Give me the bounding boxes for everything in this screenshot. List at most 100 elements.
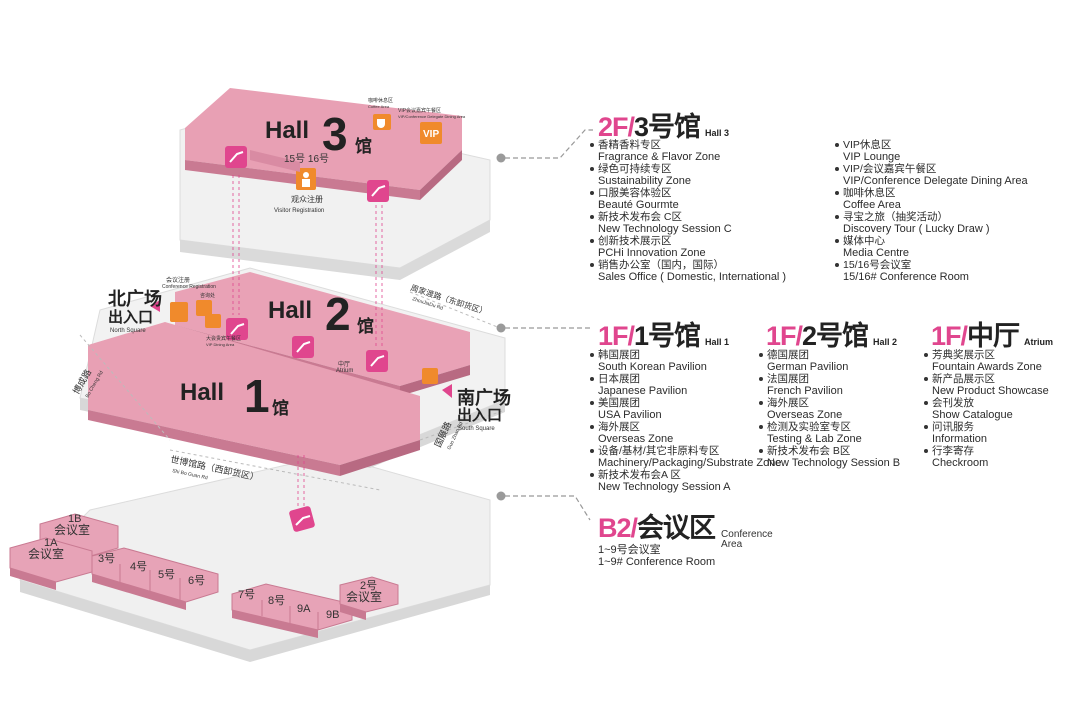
hall3-label: Hall: [265, 117, 309, 144]
hall2-number: 2: [325, 288, 351, 340]
room-9a: 9A: [297, 603, 311, 615]
room-6: 6号: [188, 574, 205, 587]
legend-item-en: Media Centre: [843, 247, 910, 259]
conf-reg-zh: 会议注册: [166, 276, 190, 284]
legend-item-en: 15/16# Conference Room: [843, 271, 969, 283]
legend-item-en: New Technology Session B: [767, 457, 901, 469]
floor-label: B2/: [598, 513, 638, 543]
legend-item-zh: 德国展团: [767, 349, 809, 361]
atrium-en: Atrium: [336, 368, 353, 374]
room-9b: 9B: [326, 609, 339, 621]
legend-item-en: Sustainability Zone: [598, 175, 691, 187]
legend-item-zh: 韩国展团: [598, 349, 640, 361]
room-1b: 1B: [68, 513, 81, 525]
vip-dining-1f-zh: 大会贵宾午餐区: [206, 335, 241, 342]
vip-dining-1f-en: VIP Dining Area: [206, 342, 235, 347]
vip-icon: [420, 122, 442, 144]
legend-item-en: Fountain Awards Zone: [932, 361, 1042, 373]
hall1-label: Hall: [180, 379, 224, 406]
section-b2-text: 1~9号会议室 1~9# Conference Room: [598, 544, 715, 568]
legend-item-en: Fragrance & Flavor Zone: [598, 151, 721, 163]
escalator-icon: [225, 146, 247, 168]
legend-item-zh: 检测及实验室专区: [767, 421, 851, 433]
legend-item-zh: 日本展团: [598, 373, 640, 385]
south-entrance: 出入口: [457, 406, 502, 424]
legend-item-en: VIP Lounge: [843, 151, 901, 163]
legend-item-en: New Technology Session A: [598, 481, 731, 493]
legend-item-en: Testing & Lab Zone: [767, 433, 862, 445]
legend-item-zh: 新产品展示区: [932, 373, 995, 385]
hall-en-label: Atrium: [1024, 337, 1054, 347]
legend-item-en: Information: [932, 433, 988, 445]
hall1-zh: 馆: [272, 398, 289, 418]
2f-floor: [179, 88, 491, 280]
section-1f-hall2-title: 1F/ 2号馆 Hall 2: [766, 314, 897, 353]
b2-rooms-zh: 1~9号会议室: [598, 544, 661, 556]
room-1b-zh: 会议室: [54, 522, 90, 537]
legend-item-zh: 海外展区: [598, 421, 640, 433]
registration-icon: [170, 302, 188, 322]
vip-label: VIP: [423, 129, 439, 140]
south-square-zh: 南广场: [457, 387, 511, 408]
section-2f-title: 2F/ 3号馆 Hall 3: [598, 105, 729, 144]
escalator-icon: [292, 336, 314, 358]
south-square-en: South Square: [458, 426, 495, 432]
floor-label: 1F/: [931, 321, 968, 351]
south-entrance-icon: [442, 384, 452, 398]
escalator-icon: [367, 180, 389, 202]
legend-item-zh: 会刊发放: [932, 397, 974, 409]
hall-en-label: Hall 1: [705, 337, 730, 347]
legend-item-zh: 海外展区: [767, 397, 809, 409]
north-square-zh: 北广场: [108, 288, 162, 309]
legend-item-zh: 创新技术展示区: [598, 235, 672, 247]
north-entrance: 出入口: [108, 308, 153, 326]
legend-item-en: Beauté Gourmte: [598, 199, 679, 211]
legend-item-zh: 15/16号会议室: [843, 259, 912, 271]
legend-item-en: VIP/Conference Delegate Dining Area: [843, 175, 1028, 187]
conf-reg-en: Conference Registration: [162, 284, 216, 290]
legend-item-zh: 新技术发布会 C区: [598, 211, 682, 223]
hall-label: 2号馆: [802, 321, 869, 351]
legend-item-en: French Pavilion: [767, 385, 843, 397]
legend-item-en: German Pavilion: [767, 361, 849, 373]
north-square-en: North Square: [110, 328, 146, 334]
legend-item-zh: 咖啡休息区: [843, 187, 896, 199]
leader-lines: [505, 129, 593, 521]
b2-rooms-en: 1~9# Conference Room: [598, 556, 716, 568]
legend-item-en: Sales Office ( Domestic, International ): [598, 271, 787, 283]
legend-item-zh: 美国展团: [598, 397, 640, 409]
section-1f-atrium-title: 1F/ 中厅 Atrium: [931, 314, 1053, 353]
legend-item-en: USA Pavilion: [598, 409, 662, 421]
shibo-road-zh: 世博馆路（西卸货区）: [170, 453, 260, 482]
counter-icon: [205, 314, 221, 328]
legend-item-en: Overseas Zone: [598, 433, 674, 445]
hall-label: 中厅: [967, 321, 1020, 351]
room-3: 3号: [98, 552, 115, 565]
hall-label: 1号馆: [634, 321, 701, 351]
vip-dining-zh: VIP会议嘉宾午餐区: [398, 107, 441, 114]
legend-item-en: New Product Showcase: [932, 385, 1049, 397]
